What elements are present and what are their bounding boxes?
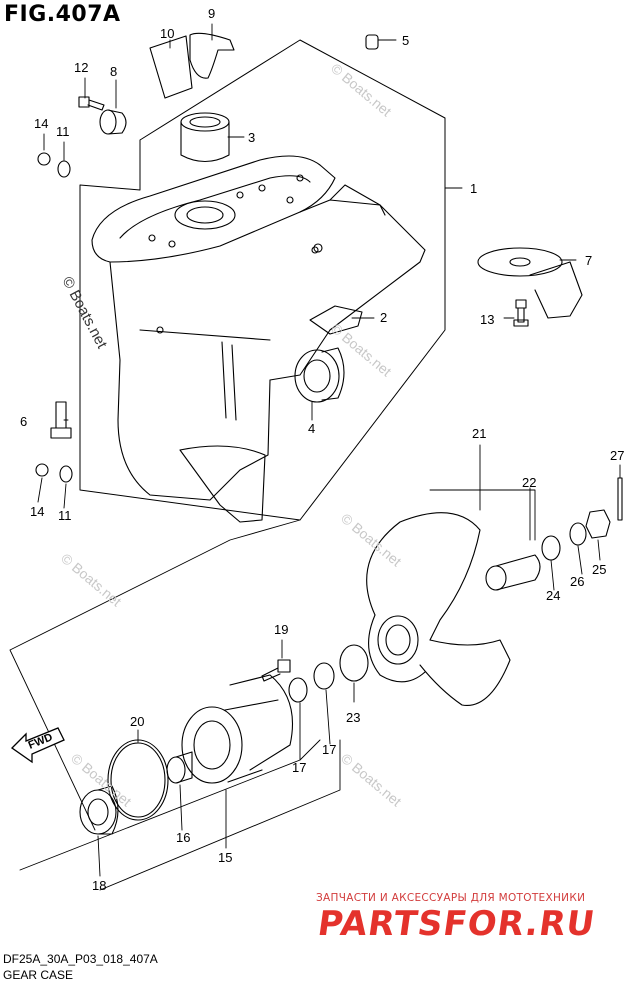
watermark-main: © Boats.net — [58, 274, 110, 352]
callout-23: 23 — [346, 710, 360, 725]
figure-name: GEAR CASE — [3, 968, 74, 982]
callout-22: 22 — [522, 475, 536, 490]
part-22-spacer — [485, 554, 541, 591]
watermark-faint-1: © Boats.net — [328, 60, 395, 119]
part-5-cap — [365, 34, 379, 50]
leader-lines — [37, 23, 621, 891]
callout-26: 26 — [570, 574, 584, 589]
part-20-o-ring — [107, 739, 169, 821]
gear-case-housing — [79, 39, 446, 523]
callout-18: 18 — [92, 878, 106, 893]
callout-numbers: 1 2 3 4 5 6 7 8 9 10 11 11 12 13 14 14 1… — [20, 6, 624, 893]
callout-11-bottom: 11 — [58, 508, 72, 523]
callout-20: 20 — [130, 714, 144, 729]
part-19-bolt — [261, 659, 291, 682]
part-2-anode — [309, 305, 363, 335]
part-8-grommet — [99, 109, 127, 135]
callout-15: 15 — [218, 850, 232, 865]
part-21-propeller — [366, 512, 511, 706]
callout-6: 6 — [20, 414, 27, 429]
part-27-cotter-pin — [617, 477, 623, 521]
part-14-screw-bottom — [35, 463, 49, 477]
callout-25: 25 — [592, 562, 606, 577]
callout-9: 9 — [208, 6, 215, 21]
part-23-spacer — [339, 644, 369, 682]
part-26-washer — [569, 522, 587, 546]
callout-17-b: 17 — [322, 742, 336, 757]
callout-17-a: 17 — [292, 760, 306, 775]
part-6-bolt — [50, 401, 72, 439]
callout-7: 7 — [585, 253, 592, 268]
propeller-dashed-frame — [9, 489, 536, 871]
part-17-seal-b — [288, 677, 308, 703]
part-18-oil-seal — [79, 785, 119, 835]
figure-title: FIG.407A — [4, 2, 121, 27]
callout-11-top: 11 — [56, 124, 70, 139]
part-7-trim-tab — [477, 247, 583, 319]
watermark-faint-3: © Boats.net — [338, 510, 405, 569]
callout-19: 19 — [274, 622, 288, 637]
fwd-direction-arrow: FWD — [10, 727, 65, 764]
callout-24: 24 — [546, 588, 560, 603]
callout-21: 21 — [472, 426, 486, 441]
part-14-screw-top — [37, 152, 51, 166]
part-24-washer — [541, 535, 561, 561]
figure-code: DF25A_30A_P03_018_407A — [3, 952, 158, 966]
part-4-seal — [294, 347, 345, 403]
watermark-faint-6: © Boats.net — [68, 750, 135, 809]
callout-8: 8 — [110, 64, 117, 79]
part-3-bearing — [180, 112, 230, 163]
shop-logo: PARTSFOR.RU — [315, 904, 598, 944]
callout-16: 16 — [176, 830, 190, 845]
callout-3: 3 — [248, 130, 255, 145]
part-17-seal-a — [313, 662, 335, 690]
part-11-washer-bottom — [59, 465, 73, 483]
callout-2: 2 — [380, 310, 387, 325]
callout-12: 12 — [74, 60, 88, 75]
callout-4: 4 — [308, 421, 315, 436]
part-9-clip — [189, 32, 235, 79]
watermark-faint-4: © Boats.net — [338, 750, 405, 809]
callout-1: 1 — [470, 181, 477, 196]
callout-10: 10 — [160, 26, 174, 41]
watermark-faint-5: © Boats.net — [58, 550, 125, 609]
part-15-bearing-housing — [181, 674, 293, 784]
part-11-washer-top — [57, 160, 71, 178]
part-12-bolt — [78, 96, 105, 111]
callout-13: 13 — [480, 312, 494, 327]
shop-tagline: ЗАПЧАСТИ И АКСЕССУАРЫ ДЛЯ МОТОТЕХНИКИ — [316, 892, 586, 904]
callout-14-bottom: 14 — [30, 504, 44, 519]
watermarks: © Boats.net © Boats.net © Boats.net © Bo… — [58, 60, 405, 809]
callout-14-top: 14 — [34, 116, 48, 131]
part-13-bolt — [513, 299, 529, 327]
part-25-nut — [585, 509, 611, 539]
part-10-plate — [149, 35, 193, 99]
callout-27: 27 — [610, 448, 624, 463]
callout-5: 5 — [402, 33, 409, 48]
